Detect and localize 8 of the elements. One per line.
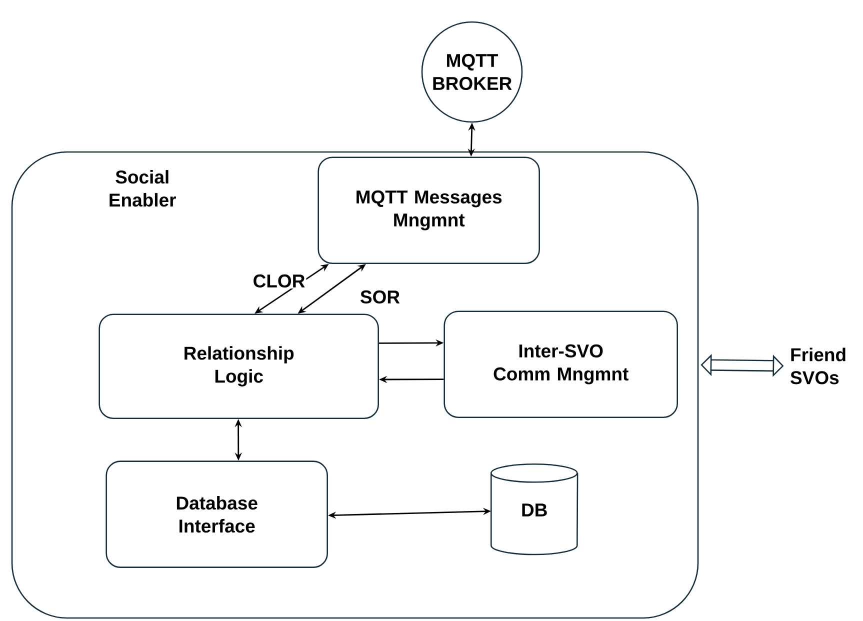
edge-label: SOR [358, 289, 402, 305]
module-box: MQTT Messages Mngmnt [318, 156, 540, 264]
external-label: Friend SVOs [790, 348, 846, 384]
module-box: Inter-SVO Comm Mngmnt [444, 310, 678, 418]
edge-label: CLOR [252, 273, 306, 289]
module-box: Database Interface [106, 460, 328, 568]
module-box: Relationship Logic [98, 314, 379, 419]
database-cylinder: DB [490, 463, 578, 556]
